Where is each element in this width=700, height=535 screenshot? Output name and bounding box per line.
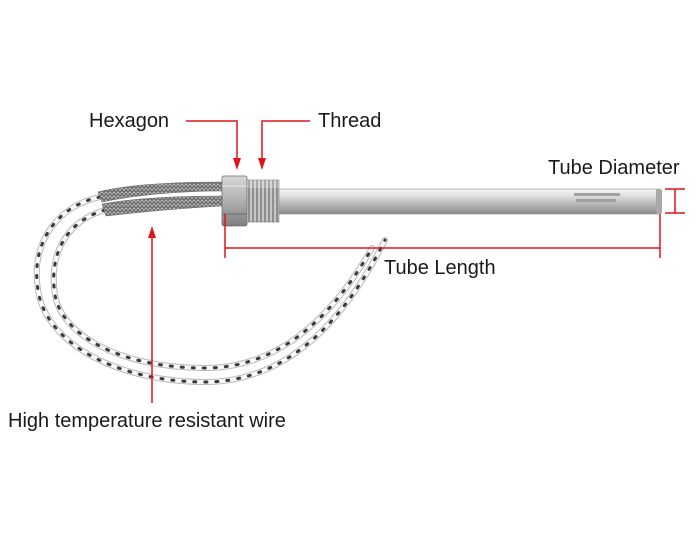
tube-engraving [574, 193, 620, 202]
tube-length-label: Tube Length [384, 257, 496, 279]
thread-section [246, 179, 280, 223]
hexagon-pointer [186, 120, 238, 160]
braided-sleeve-lower [101, 195, 223, 217]
wire-inner [50, 207, 375, 372]
wire-arrowhead [148, 226, 156, 238]
wire-group [33, 194, 388, 386]
hexagon-label: Hexagon [89, 110, 170, 132]
braided-sleeve-group [97, 181, 223, 217]
thread-label: Thread [318, 110, 382, 132]
annotation-lines [148, 120, 685, 403]
hexagon-arrowhead [233, 158, 241, 170]
thread-pointer [261, 120, 310, 160]
wire-label: High temperature resistant wire [8, 410, 286, 432]
tube-diameter-label: Tube Diameter [548, 157, 680, 179]
heater-tube [278, 188, 662, 215]
thread-arrowhead [258, 158, 266, 170]
